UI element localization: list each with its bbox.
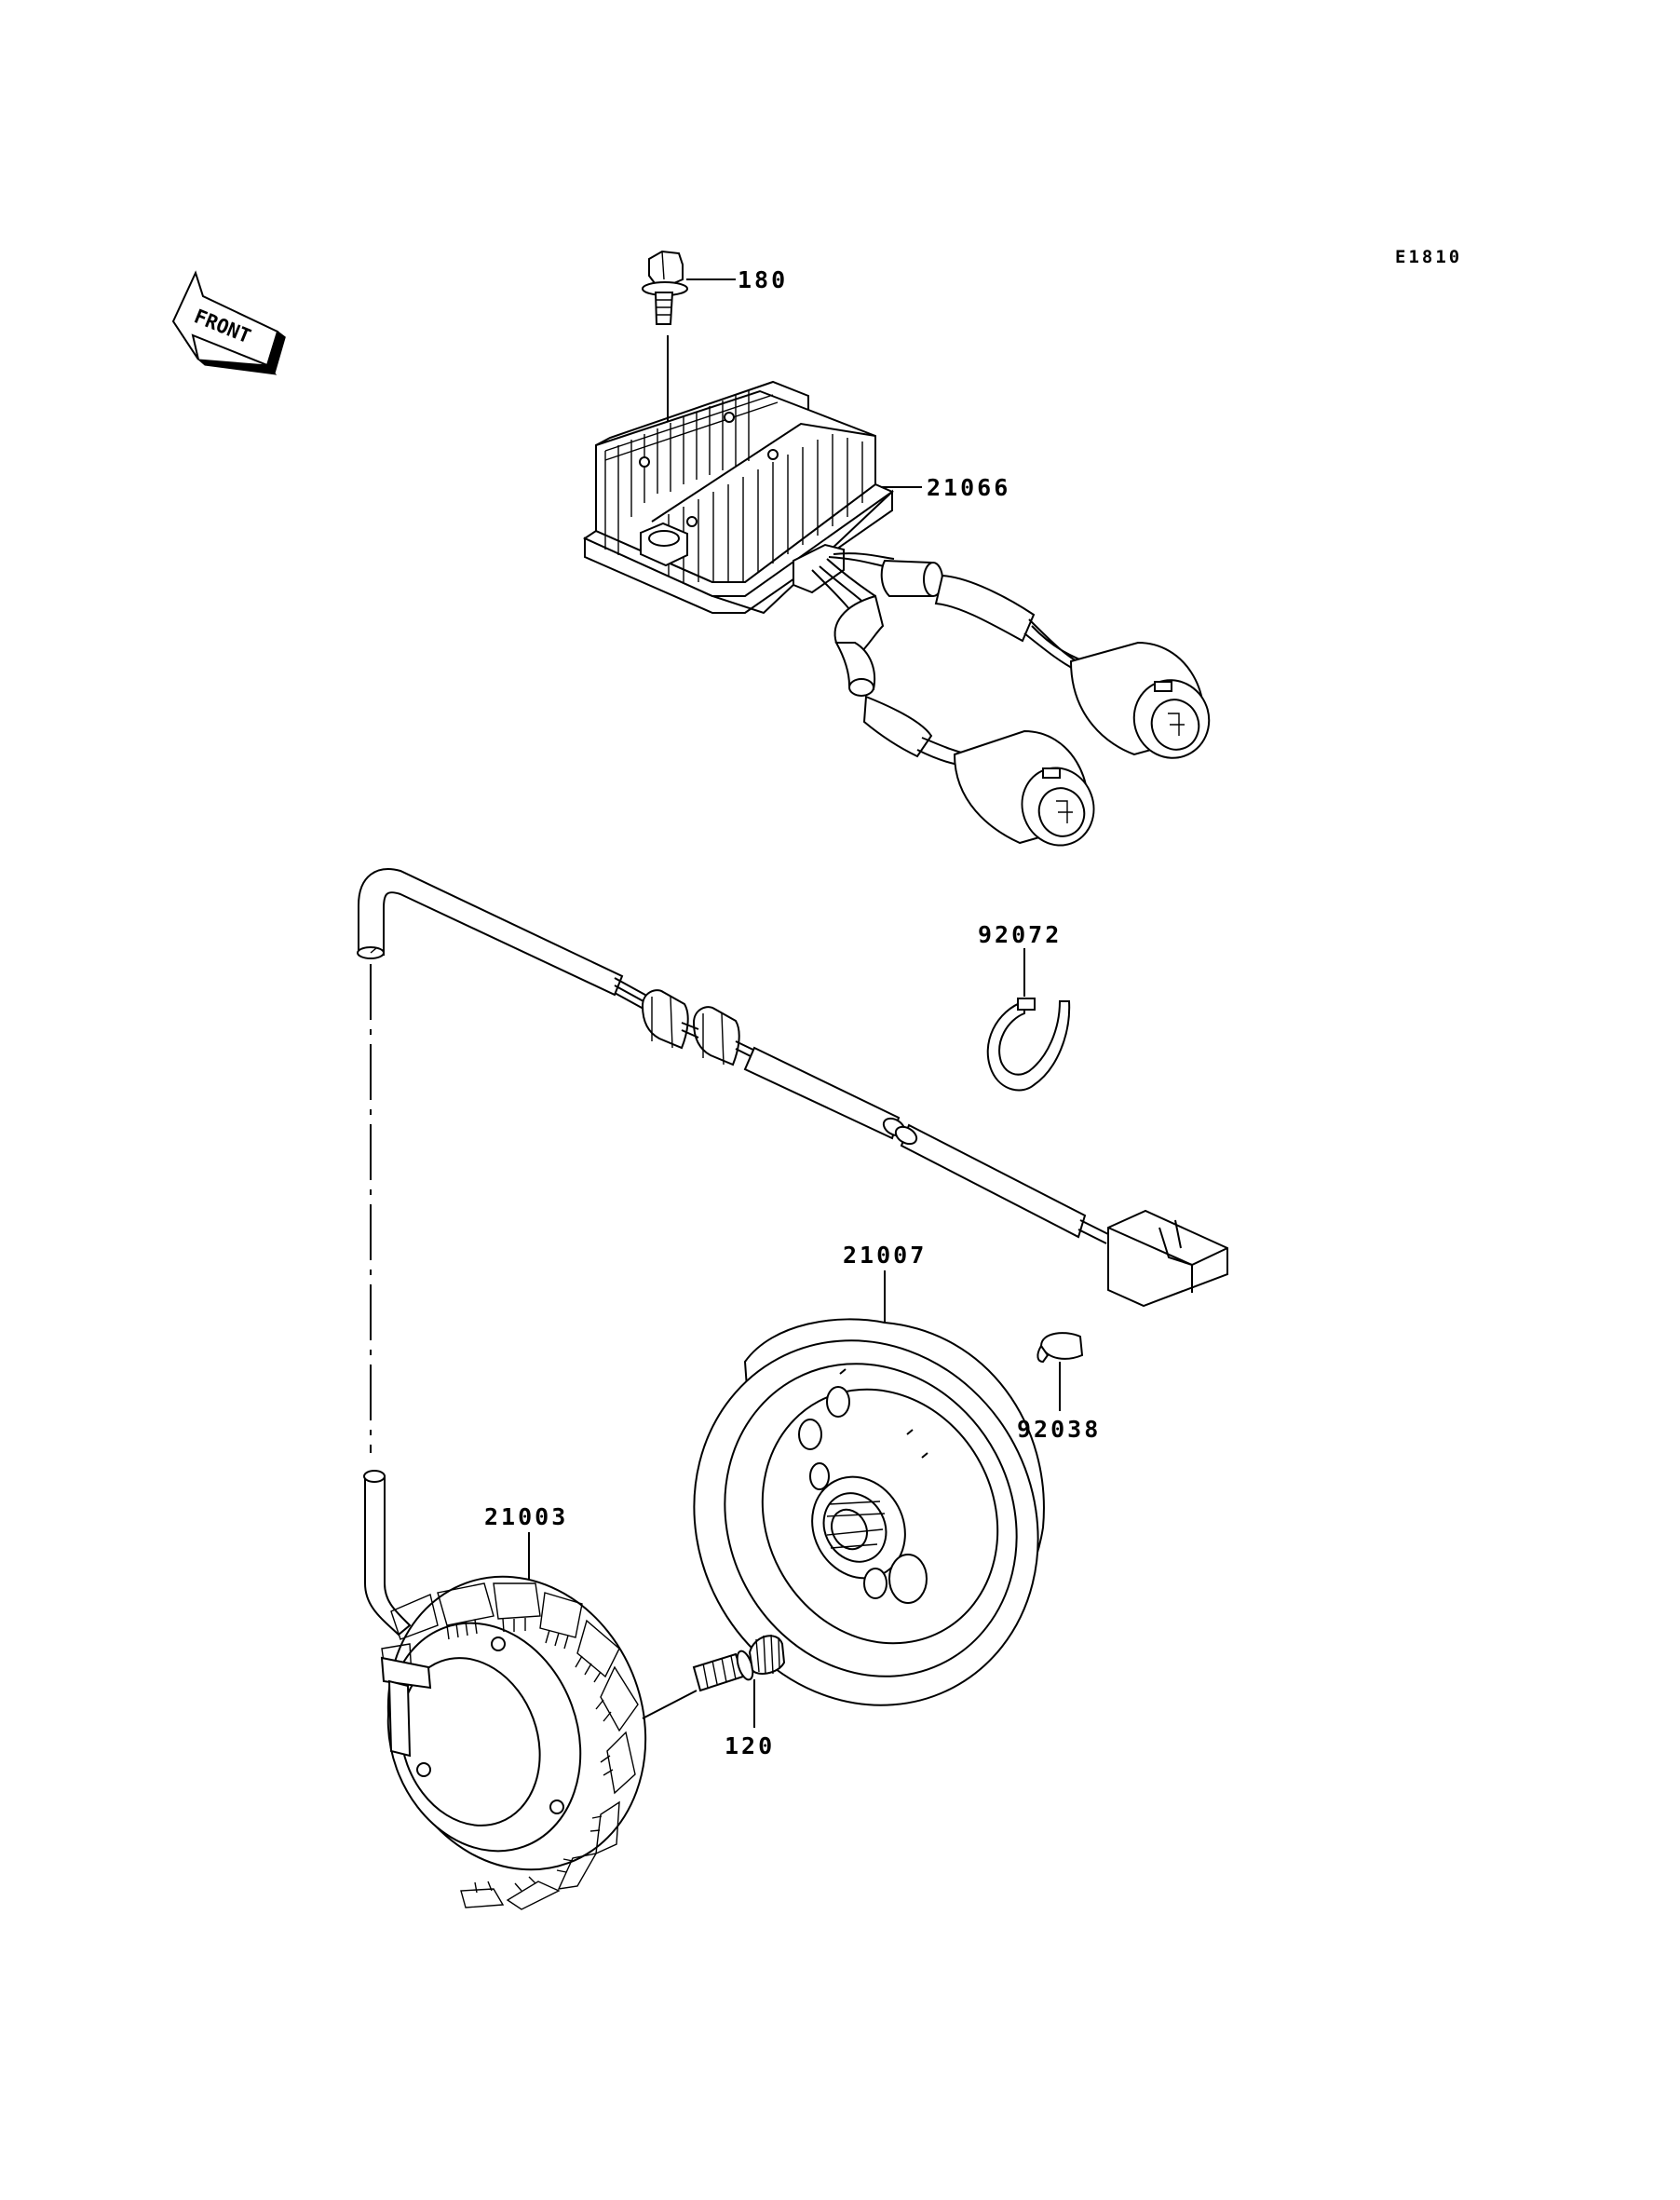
regulator-rectifier-21066 (582, 380, 1211, 847)
callout-label-92038: 92038 (1017, 1416, 1101, 1443)
key-92038 (1036, 1332, 1084, 1411)
callout-label-180: 180 (738, 266, 788, 293)
callout-label-21066: 21066 (927, 474, 1010, 501)
rotor-21007 (693, 1270, 1045, 1706)
stator-lead-harness (357, 868, 1228, 1453)
band-92072 (986, 948, 1071, 1092)
front-direction-arrow: FRONT (171, 270, 286, 375)
bolt-120 (692, 1634, 786, 1728)
callout-label-120: 120 (725, 1732, 775, 1759)
stator-21003 (363, 1470, 698, 1910)
callout-label-92072: 92072 (978, 921, 1062, 948)
callout-label-21007: 21007 (843, 1242, 927, 1269)
diagram-code: E1810 (1395, 247, 1462, 267)
callout-label-21003: 21003 (484, 1503, 568, 1530)
